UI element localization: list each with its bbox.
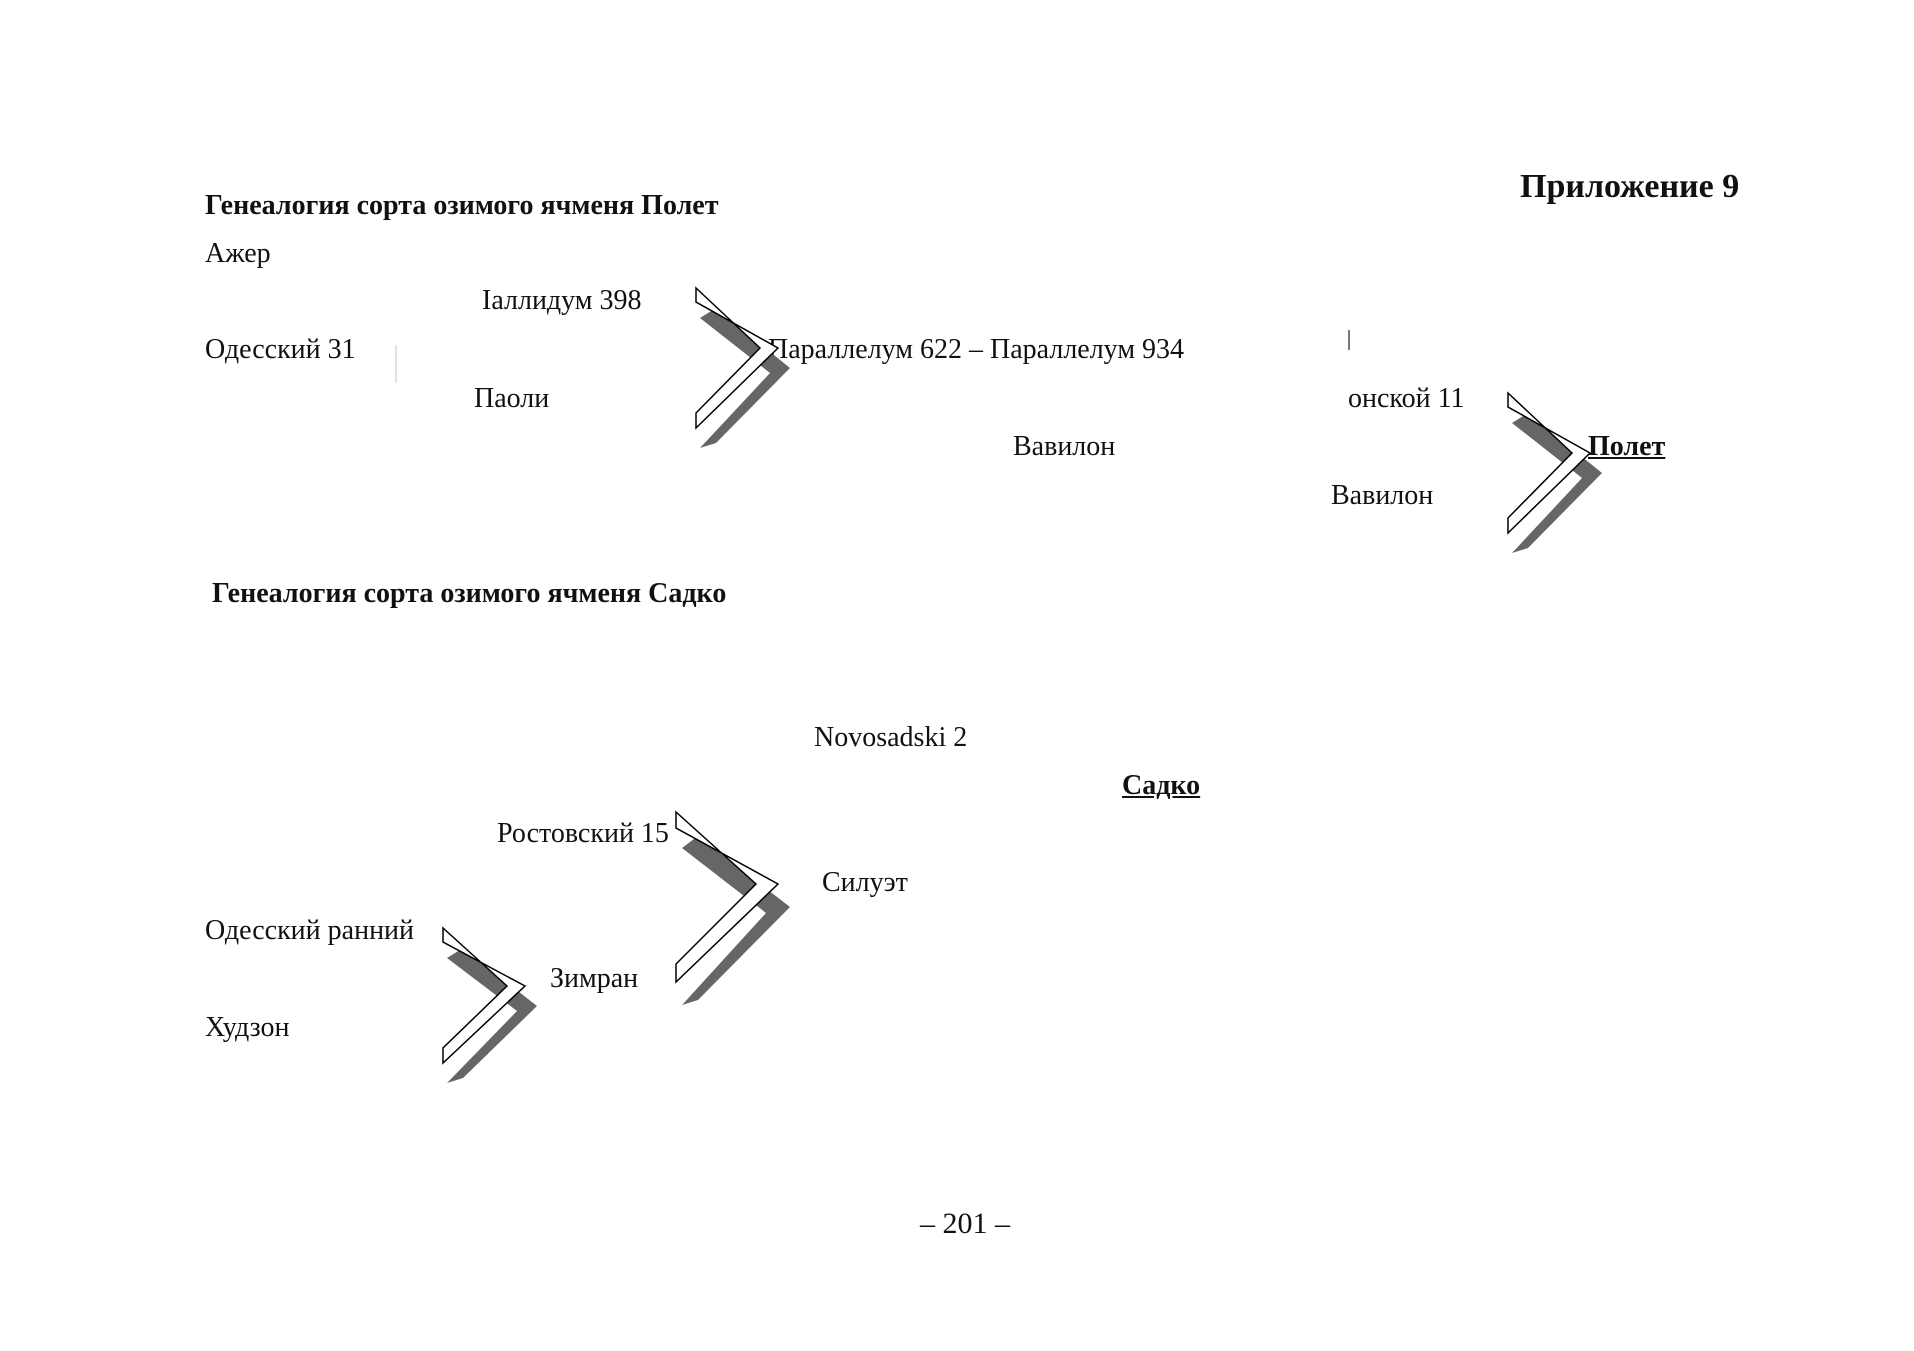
- ancestor-pallidum-398: Іаллидум 398: [482, 285, 642, 316]
- result-variety-polet: Полет: [1588, 431, 1666, 462]
- result-variety-sadko: Садко: [1122, 770, 1201, 801]
- ancestor-vavilon-1: Вавилон: [1013, 431, 1116, 462]
- ancestor-azher: Ажер: [205, 238, 271, 269]
- page-number: – 201 –: [920, 1207, 1010, 1240]
- chevron-arrow-icon: [695, 286, 790, 448]
- ancestor-odessky-early: Одесский ранний: [205, 915, 415, 946]
- section-title-polet: Генеалогия сорта озимого ячменя Полет: [205, 190, 719, 221]
- chevron-arrow-icon: [442, 926, 537, 1083]
- ancestor-rostovsky-15: Ростовский 15: [497, 818, 669, 849]
- ancestor-donskoy-11: онской 11: [1348, 383, 1465, 414]
- ancestor-vavilon-2: Вавилон: [1331, 480, 1434, 511]
- scan-mark: [1348, 330, 1350, 350]
- ancestor-hudzon: Худзон: [205, 1012, 290, 1043]
- ancestor-parallelum: Параллелум 622 – Параллелум 934: [768, 334, 1185, 365]
- appendix-label: Приложение 9: [1520, 168, 1740, 205]
- scan-mark: [395, 345, 397, 383]
- ancestor-paoli: Паоли: [474, 383, 550, 414]
- section-title-sadko: Генеалогия сорта озимого ячменя Садко: [212, 578, 727, 609]
- chevron-arrow-icon: [675, 810, 790, 1005]
- chevron-arrow-icon: [1507, 391, 1602, 553]
- ancestor-siluet: Силуэт: [822, 867, 908, 898]
- ancestor-zimran: Зимран: [550, 963, 639, 994]
- ancestor-novosadski-2: Novosadski 2: [814, 722, 968, 753]
- ancestor-odessky-31: Одесский 31: [205, 334, 356, 365]
